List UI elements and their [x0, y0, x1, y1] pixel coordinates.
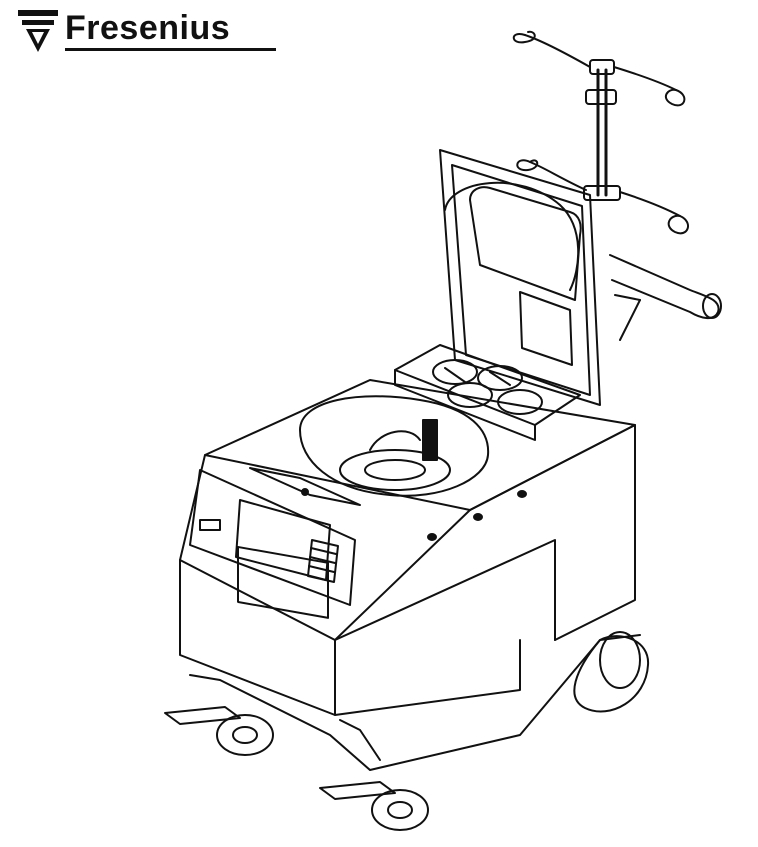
brand-name: Fresenius [65, 9, 231, 47]
fresenius-f-mark-icon [18, 10, 58, 52]
housing-body [179, 424, 636, 716]
cart-base [189, 634, 650, 771]
cart-handle [609, 254, 722, 341]
brand-underline [65, 48, 276, 51]
open-lid [439, 149, 601, 406]
housing-top [204, 379, 636, 511]
wheel-front-left [319, 781, 429, 831]
wheel-rear-left [164, 706, 274, 756]
brand-logo: Fresenius [18, 6, 280, 58]
wheel-rear-right [599, 631, 641, 689]
